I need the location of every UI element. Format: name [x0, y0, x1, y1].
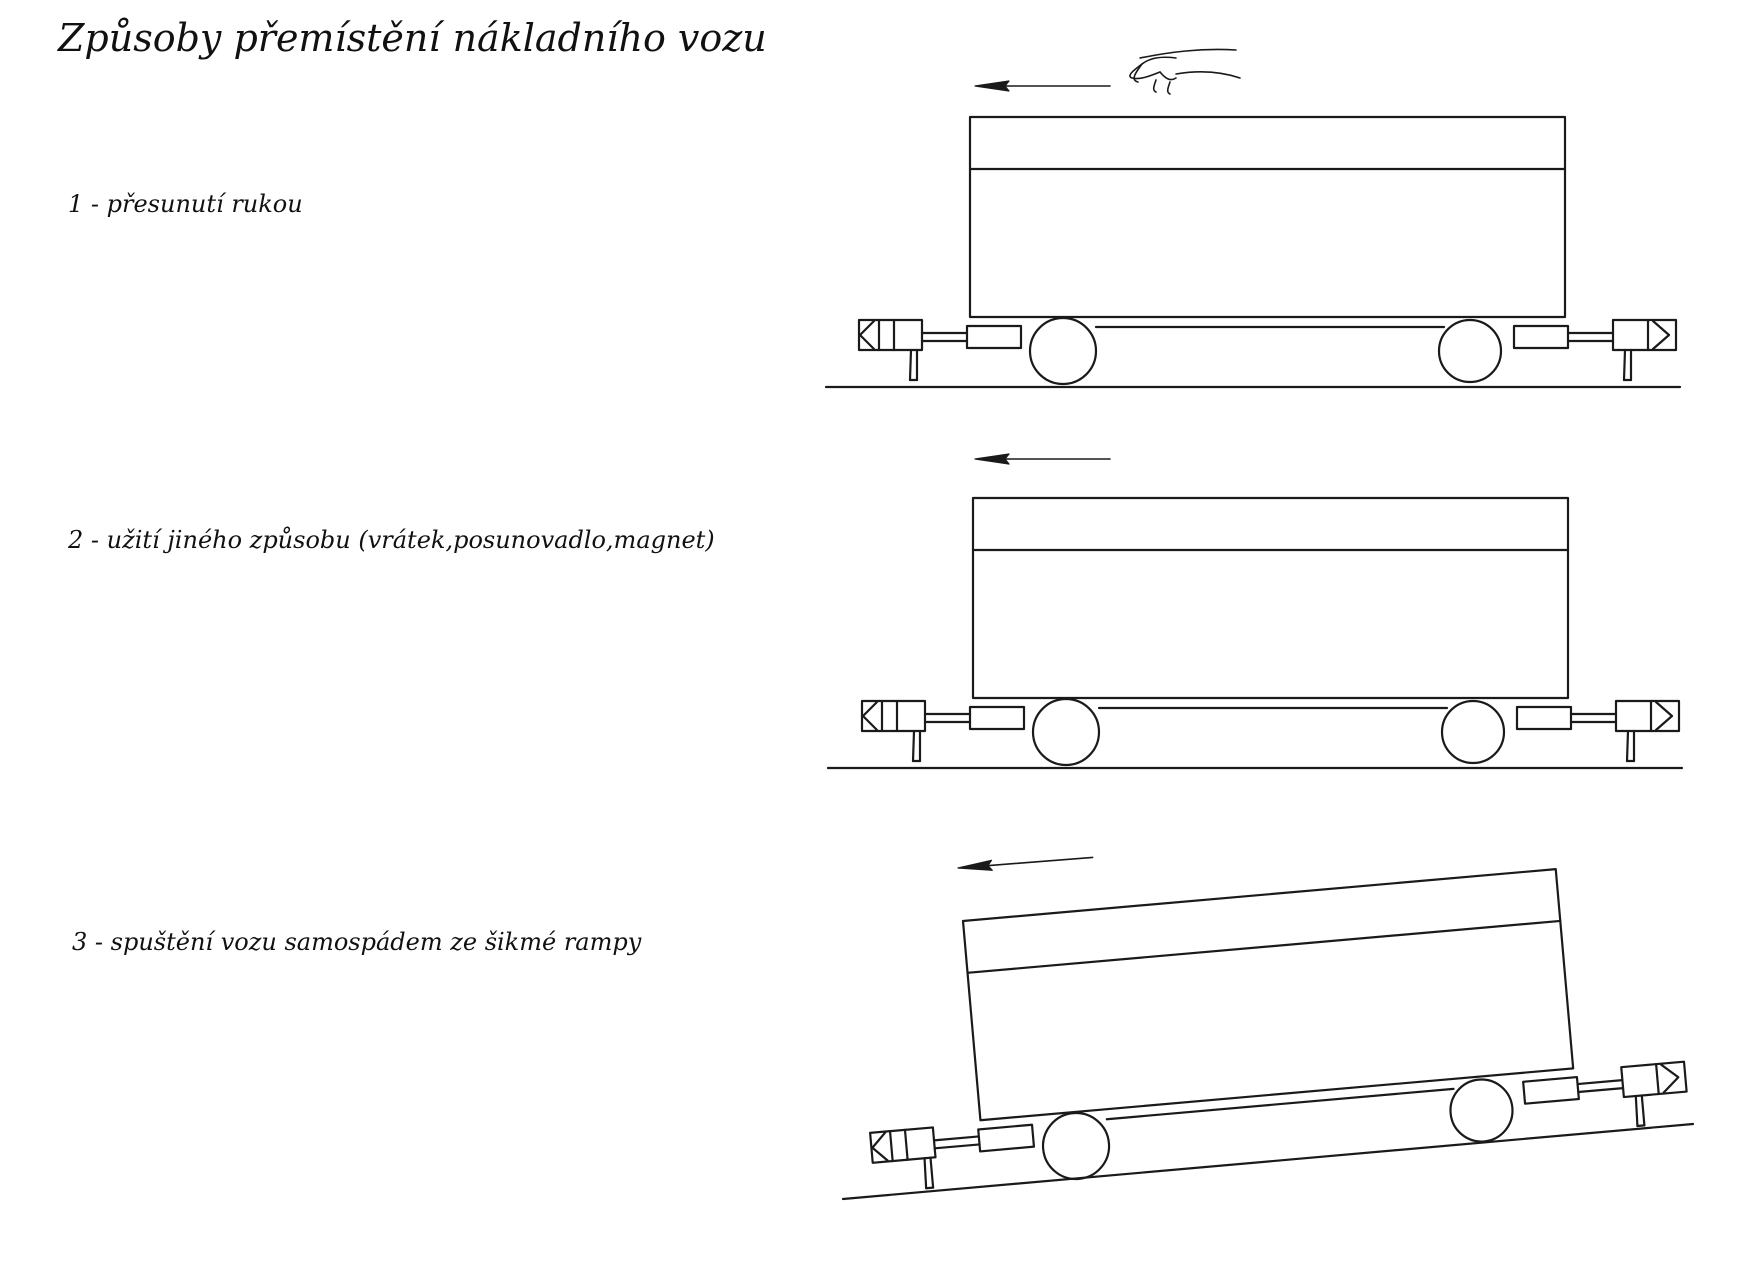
direction-arrow-2	[973, 452, 1112, 466]
method-2-label: 2 - užití jiného způsobu (vrátek,posunov…	[68, 526, 715, 554]
direction-arrow-1	[973, 79, 1112, 93]
scene-1-hand-push	[824, 48, 1682, 389]
page-title: Způsoby přemístění nákladního vozu	[58, 16, 767, 60]
scene-2-mechanical	[826, 452, 1684, 770]
method-1-label: 1 - přesunutí rukou	[68, 190, 303, 218]
ramp-track	[841, 1122, 1695, 1201]
scene-3-gravity-ramp	[841, 851, 1695, 1201]
direction-arrow-3	[956, 851, 1095, 875]
hand-icon	[1129, 48, 1241, 95]
method-3-label: 3 - spuštění vozu samospádem ze šikmé ra…	[72, 928, 642, 956]
